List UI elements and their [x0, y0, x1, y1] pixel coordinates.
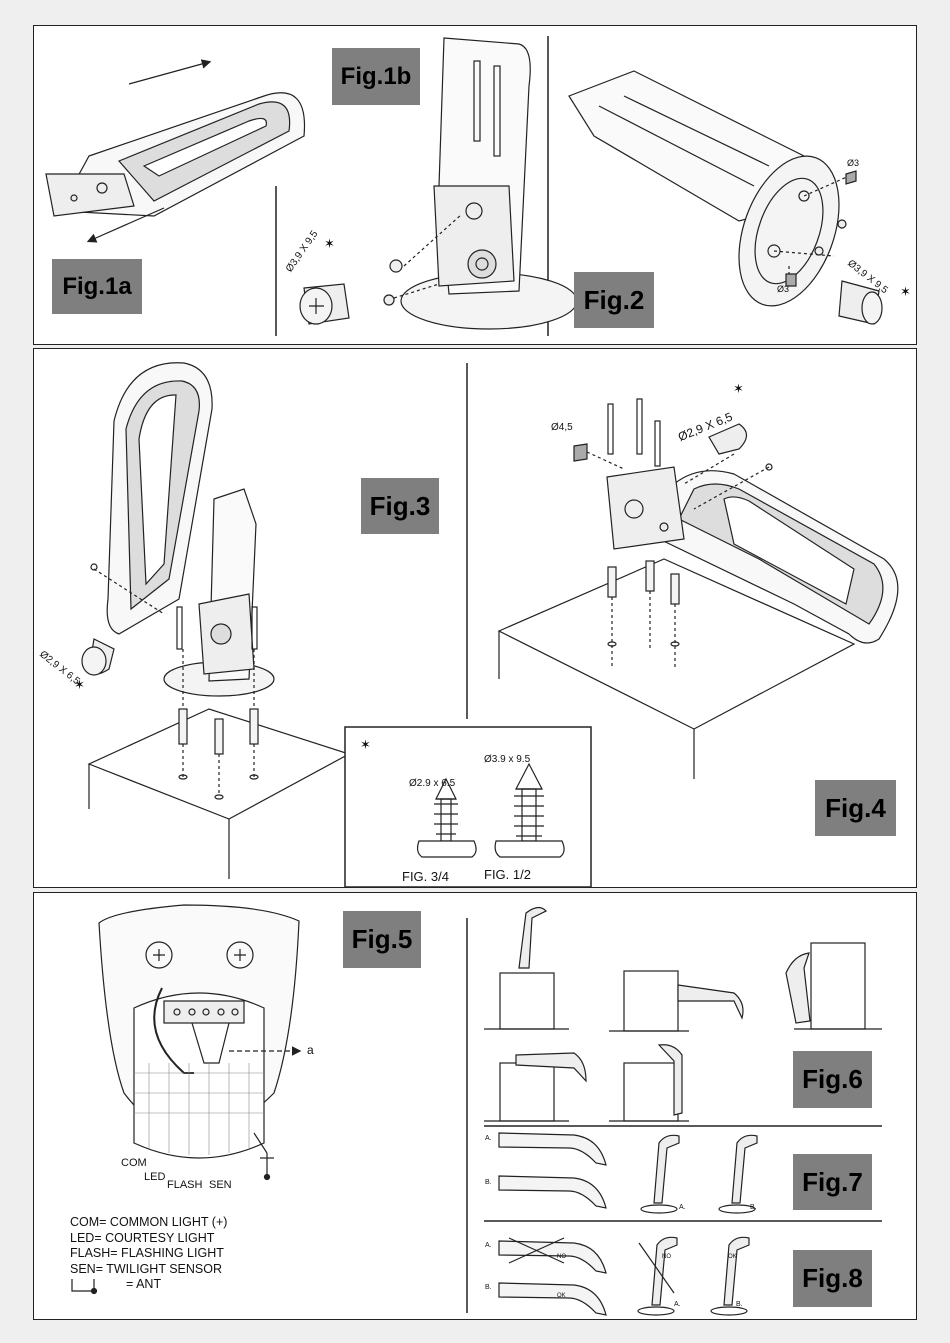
- fig5-pointer-a: a: [307, 1043, 314, 1057]
- fig7-label: Fig.7: [793, 1154, 872, 1210]
- fig4-lamp-drawing: [497, 398, 899, 779]
- terminal-label-flash: FLASH: [167, 1179, 203, 1191]
- legend-led: LED= COURTESY LIGHT: [70, 1230, 215, 1245]
- fig8-no-label: NO: [557, 1254, 566, 1260]
- legend-sen: SEN= TWILIGHT SENSOR: [70, 1261, 223, 1276]
- screw-box-star: ✶: [360, 737, 371, 752]
- fig8-small-b: B.: [736, 1301, 743, 1308]
- screw-box-large-label: FIG. 1/2: [484, 867, 531, 882]
- legend-ant: = ANT: [126, 1277, 162, 1291]
- fig1-fig2-drawing: [45, 36, 883, 336]
- fig3-lamp-drawing: [81, 362, 351, 879]
- fig3-fig4-drawing: [81, 362, 899, 888]
- fig1b-dimension-star: ✶: [324, 236, 335, 251]
- fig7-label-b: B.: [485, 1179, 492, 1186]
- fig5-wiring-drawing: [71, 904, 302, 1295]
- screw-box-small-dimension: Ø2.9 x 6.5: [409, 778, 456, 789]
- fig8-drawing: [498, 1236, 750, 1316]
- screw-box-large-dimension: Ø3.9 x 9.5: [484, 754, 531, 765]
- fig4-dimension-star: ✶: [733, 381, 744, 396]
- fig2-dimension-3-bottom: Ø3: [777, 284, 790, 294]
- fig8-upright-no-label: NO: [662, 1254, 671, 1260]
- terminal-label-sen: SEN: [209, 1179, 232, 1191]
- fig7-label-a: A.: [485, 1135, 492, 1142]
- fig7-small-b: B.: [750, 1204, 757, 1211]
- screw-spec-box: [344, 726, 592, 888]
- fig1b-lamp-drawing: [299, 37, 578, 330]
- panel-fig1-fig2: Fig.1a Fig.1b Fig.2 Ø3,9 X 9,5 ✶ Ø3 Ø3 Ø…: [33, 25, 917, 345]
- fig5-fig8-drawing: [71, 904, 882, 1316]
- fig8-ok-label: OK: [557, 1293, 566, 1299]
- fig1b-label: Fig.1b: [332, 48, 420, 105]
- fig5-legend: COM= COMMON LIGHT (+) LED= COURTESY LIGH…: [70, 1215, 227, 1293]
- fig4-dimension-45: Ø4,5: [551, 422, 573, 433]
- fig2-lamp-drawing: [568, 70, 883, 325]
- fig8-label-b: B.: [485, 1284, 492, 1291]
- fig2-dimension-3-top: Ø3: [847, 158, 860, 168]
- fig3-label: Fig.3: [361, 478, 439, 534]
- fig7-drawing: [498, 1132, 758, 1214]
- fig2-label: Fig.2: [574, 272, 654, 328]
- fig6-label: Fig.6: [793, 1051, 872, 1108]
- fig3-dimension-star: ✶: [74, 677, 85, 692]
- legend-com: COM= COMMON LIGHT (+): [70, 1215, 228, 1229]
- fig4-label: Fig.4: [815, 780, 896, 836]
- legend-flash: FLASH= FLASHING LIGHT: [70, 1246, 224, 1260]
- fig1a-label: Fig.1a: [52, 259, 142, 314]
- panel-fig5-fig8: Fig.5 Fig.6 Fig.7 Fig.8 a COM LED FLASH …: [33, 892, 917, 1320]
- screw-box-small-label: FIG. 3/4: [402, 869, 449, 884]
- fig2-dimension-star: ✶: [900, 284, 911, 299]
- terminal-label-com: COM: [121, 1157, 147, 1169]
- panel-fig3-fig4: Fig.3 Fig.4 Ø2,9 X 6,5 ✶ Ø4,5 Ø2,9 X 6,5…: [33, 348, 917, 888]
- fig5-label: Fig.5: [343, 911, 421, 968]
- fig8-label-a: A.: [485, 1242, 492, 1249]
- fig8-upright-ok-label: OK: [728, 1254, 737, 1260]
- fig8-label: Fig.8: [793, 1250, 872, 1307]
- fig6-mounting-drawing: [484, 906, 882, 1122]
- fig8-small-a: A.: [674, 1301, 681, 1308]
- terminal-label-led: LED: [144, 1171, 166, 1183]
- fig7-small-a: A.: [679, 1204, 686, 1211]
- fig1a-lamp-drawing: [45, 59, 306, 243]
